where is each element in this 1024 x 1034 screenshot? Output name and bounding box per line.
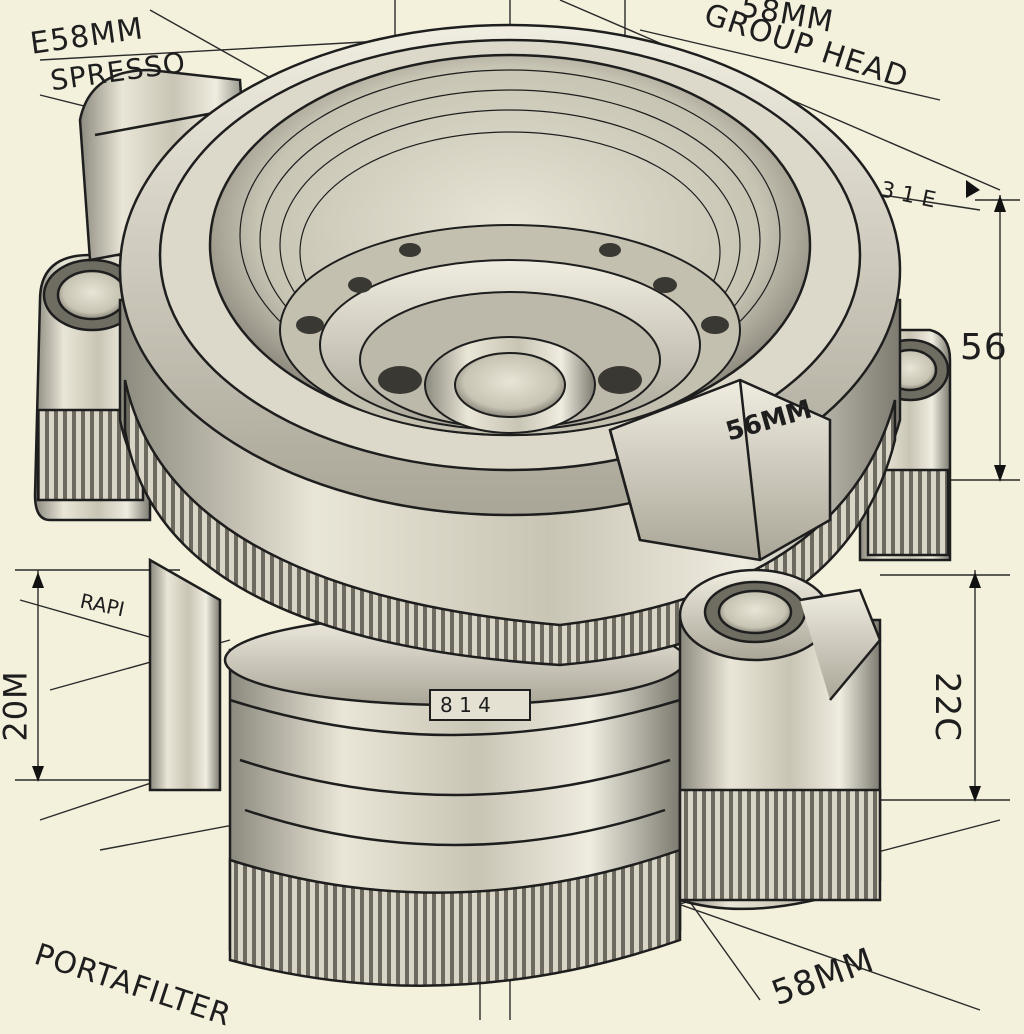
right-lower-dimension-label: 22C [927,671,968,743]
right-upper-dimension-label: 56 [960,327,1008,368]
center-plate [429,689,531,721]
clamp-bracket [608,378,832,562]
inner-chamber [239,69,781,436]
left-dimension-label: 20M [0,670,35,742]
portafilter-body [148,557,687,987]
body-plate-label: 8 1 4 [440,693,491,717]
right-lower-post [678,568,882,911]
